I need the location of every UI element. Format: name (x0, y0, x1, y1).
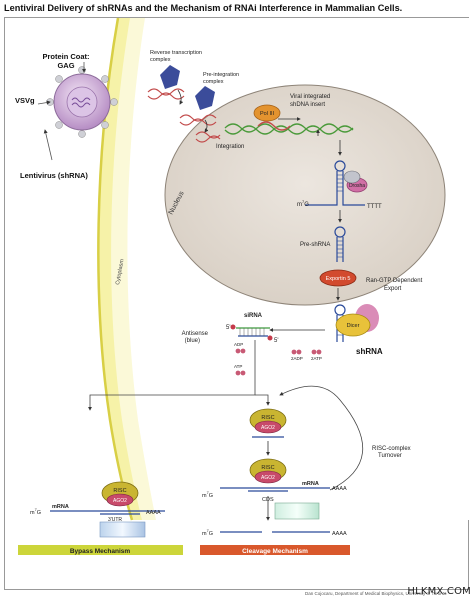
credit-line: Dan Cojocaru, Department of Medical Biop… (305, 591, 447, 596)
integration-label: Integration (216, 144, 244, 150)
pol-iii (253, 104, 281, 122)
viral-insert-label-2: shDNA insert (290, 102, 325, 108)
exportin-5 (319, 269, 357, 287)
aaaa-label-cds: AAAA (332, 486, 347, 492)
risc-label-top: RISC (261, 415, 274, 421)
pic-label-2: complex (203, 79, 224, 85)
pre-shrna-hairpin (334, 226, 346, 262)
dicer (335, 313, 371, 337)
rt-complex-label-2: complex (150, 57, 171, 63)
three-utr-label: 3'UTR (108, 517, 122, 523)
cleavage-bar (200, 545, 350, 555)
five-prime-left: 5' (226, 325, 230, 331)
vsvg-label: VSVg (15, 96, 35, 105)
viral-insert-label-1: Viral integrated (290, 94, 330, 100)
m7g-label-cds: m7G (202, 491, 213, 499)
rt-complex-label-1: Reverse transcription (150, 50, 202, 56)
exportin-label: Exportin 5 (326, 276, 351, 282)
pic-label-1: Pre-integration (203, 72, 239, 78)
risc-loaded (249, 408, 287, 438)
pic-shape (195, 86, 215, 110)
dicer-label: Dicer (347, 323, 360, 329)
m7g-label-1: m7G (297, 199, 309, 208)
ran-gtp-label-2: Export (384, 286, 402, 292)
risc-label-bypass: RISC (113, 488, 126, 494)
bypass-label: Bypass Mechanism (70, 548, 131, 555)
mrna-label-cds: mRNA (302, 481, 319, 487)
m7g-label-cleaved: m7G (202, 529, 213, 537)
primary-hairpin (305, 160, 365, 206)
m7g-label-bypass: m7G (30, 508, 41, 516)
cds-box (274, 502, 320, 520)
pre-shrna-label: Pre-shRNA (300, 242, 330, 248)
lentivirus-particle (46, 66, 118, 138)
lentivirus-label: Lentivirus (shRNA) (20, 171, 88, 180)
atp-label: ATP (234, 364, 242, 369)
watermark: HLKMX.COM (407, 586, 471, 597)
risc-turnover-label-2: Turnover (378, 453, 402, 459)
ago2-label-mid: AGO2 (261, 475, 275, 481)
mrna-label-bypass: mRNA (52, 504, 69, 510)
two-atp-label: 2ATP (311, 356, 322, 361)
utr-box (99, 521, 146, 538)
antisense-label-2: (blue) (185, 338, 200, 344)
aaaa-label-bypass: AAAA (146, 510, 161, 516)
risc-label-mid: RISC (261, 465, 274, 471)
cytoplasm-label: Cytoplasm (115, 258, 125, 285)
protein-coat-label: Protein Coat: (42, 52, 89, 61)
sirna-label: siRNA (244, 313, 263, 319)
sirna-duplex (230, 324, 273, 341)
risc-target (220, 458, 330, 492)
ago2-label-top: AGO2 (261, 425, 275, 431)
cleavage-label: Cleavage Mechanism (242, 548, 308, 555)
gag-label: GAG (57, 61, 74, 70)
two-adp-label: 2ADP (291, 356, 303, 361)
ago2-label-bypass: AGO2 (113, 498, 127, 504)
figure-title: Lentiviral Delivery of shRNAs and the Me… (4, 3, 403, 13)
risc-bypass (50, 481, 165, 515)
adp-label: ADP (234, 342, 243, 347)
rt-complex-shape (160, 65, 180, 89)
nucleus (164, 84, 446, 306)
tttt-label: TTTT (367, 204, 382, 210)
ran-gtp-label-1: Ran-GTP Dependent (366, 278, 423, 284)
antisense-label-1: Antisense (182, 331, 209, 337)
drosha-label: Drosha (349, 183, 365, 189)
five-prime-right: 5' (274, 338, 278, 344)
aaaa-label-cleaved: AAAA (332, 531, 347, 537)
pol-iii-label: Pol III (260, 111, 275, 117)
shrna-label: shRNA (356, 347, 383, 356)
bypass-bar (18, 545, 183, 555)
cds-label: CDS (262, 497, 274, 503)
risc-turnover-label-1: RISC-complex (372, 446, 411, 452)
